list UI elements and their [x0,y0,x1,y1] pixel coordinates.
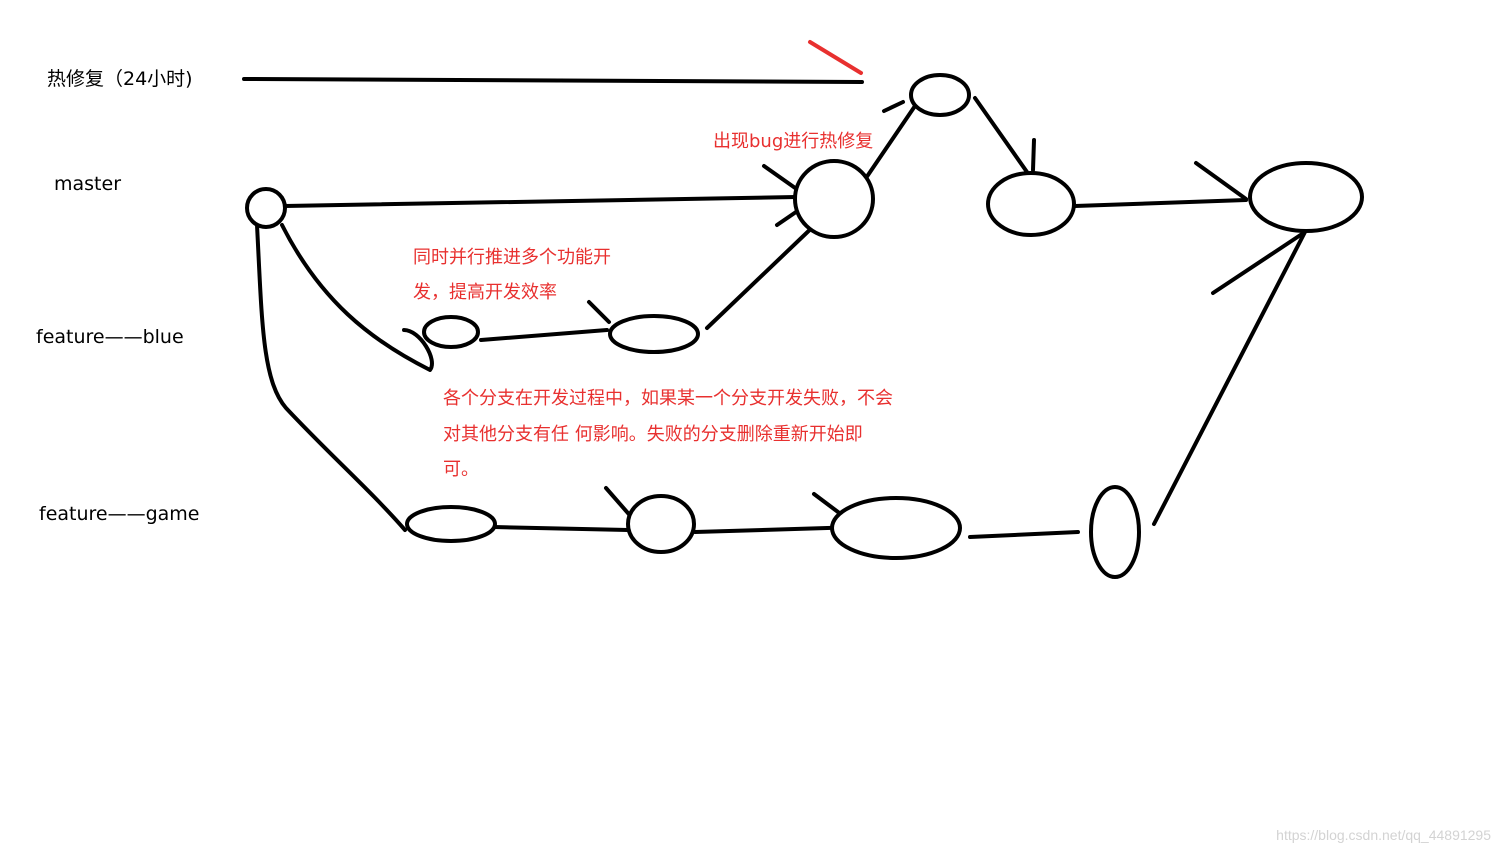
game-branch-curve [255,223,407,532]
master-lane-label: master [54,173,122,195]
hotfix-to-master-line [973,96,1029,174]
parallel-annotation-line-1: 同时并行推进多个功能开 [413,247,611,268]
watermark: https://blog.csdn.net/qq_44891295 [1276,827,1491,843]
game-line-1 [492,525,630,532]
failure-annotation-line-1: 各个分支在开发过程中，如果某一个分支开发失败，不会 [443,388,893,409]
game-merge-arrow-head [1211,232,1304,295]
master-arrow-head-2 [775,210,798,227]
game-line-3 [968,530,1080,539]
master-node-3 [986,171,1076,237]
hotfix-return-arrow-head [1031,138,1036,172]
master-start-node [245,187,287,229]
game-node-2 [626,494,696,554]
blue-arrow-head [587,300,611,324]
blue-branch-curve [280,223,434,372]
hotfix-timeline [242,77,864,84]
feature-blue-lane-label: feature——blue [36,326,184,348]
master-line [283,195,798,208]
game-merge-line [1152,230,1307,526]
hotfix-annotation: 出现bug进行热修复 [713,131,874,152]
blue-node-1 [422,315,480,349]
failure-annotation-line-3: 可。 [443,459,479,480]
game-node-3 [830,496,962,560]
game-node-4 [1089,485,1141,579]
game-node-1 [405,505,497,543]
master-node-4 [1248,161,1364,233]
master-line-2 [1073,198,1248,208]
feature-game-lane-label: feature——game [39,503,200,525]
master-arrow-head-3 [1194,161,1248,201]
blue-line-1 [479,328,609,342]
parallel-annotation-line-2: 发，提高开发效率 [413,282,557,303]
blue-node-2 [608,314,700,354]
master-node-2 [793,159,875,239]
master-to-hotfix-line [864,101,919,180]
master-arrow-head-1 [762,164,800,192]
blue-merge-line [705,220,820,330]
hotfix-node [909,73,971,117]
hotfix-lane-label: 热修复（24小时) [47,68,193,90]
failure-annotation-line-2: 对其他分支有任 何影响。失败的分支删除重新开始即 [443,424,863,445]
hotfix-red-mark [808,40,863,75]
hotfix-arrow-head [882,100,905,113]
